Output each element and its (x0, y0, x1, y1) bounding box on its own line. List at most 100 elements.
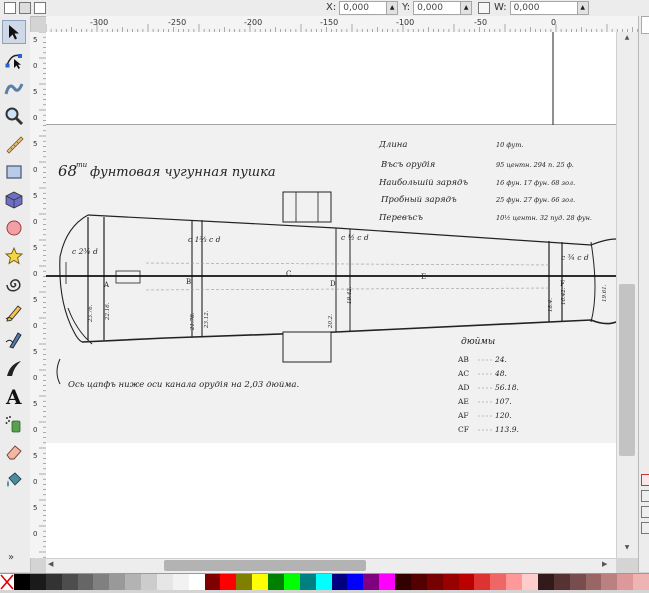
scroll-up-arrow-icon[interactable]: ▲ (624, 34, 630, 41)
color-swatch[interactable] (553, 574, 570, 590)
star-tool[interactable] (2, 244, 26, 268)
color-swatch[interactable] (315, 574, 332, 590)
color-swatch[interactable] (188, 574, 205, 590)
color-swatch[interactable] (93, 574, 110, 590)
eraser-tool-icon (6, 445, 22, 460)
w-spin-button[interactable]: ▲ (577, 0, 589, 15)
snap-guide-icon[interactable] (641, 522, 649, 534)
vertical-scrollbar[interactable]: ▲ ▼ (616, 32, 639, 558)
horizontal-scrollbar[interactable]: ◀ ▶ (46, 558, 616, 573)
spray-tool[interactable] (2, 412, 26, 436)
color-swatch[interactable] (617, 574, 634, 590)
color-swatch[interactable] (569, 574, 586, 590)
color-swatch[interactable] (29, 574, 46, 590)
paint-bucket-tool-icon (7, 472, 22, 487)
ruler-label: 5 (33, 244, 37, 252)
lock-icon[interactable] (478, 1, 490, 14)
select-all-layers-icon[interactable] (19, 1, 31, 14)
color-swatch[interactable] (220, 574, 237, 590)
w-label: W: (494, 2, 507, 13)
no-paint-swatch[interactable] (0, 574, 14, 590)
ruler-label: 0 (33, 374, 37, 382)
color-swatch[interactable] (410, 574, 427, 590)
node-tool[interactable] (2, 48, 26, 72)
spec-label: Длина (378, 140, 407, 150)
scroll-down-arrow-icon[interactable]: ▼ (624, 544, 630, 551)
tweak-tool[interactable] (2, 76, 26, 100)
y-label: Y: (402, 2, 411, 13)
color-swatch[interactable] (426, 574, 443, 590)
color-swatch[interactable] (601, 574, 618, 590)
color-swatch[interactable] (585, 574, 602, 590)
snap-button-icon[interactable] (641, 474, 649, 486)
deselect-icon[interactable] (34, 1, 46, 14)
snap-bbox-icon[interactable] (641, 506, 649, 518)
color-swatch[interactable] (172, 574, 189, 590)
color-swatch[interactable] (156, 574, 173, 590)
zoom-tool[interactable] (2, 104, 26, 128)
color-swatch[interactable] (331, 574, 348, 590)
color-swatch[interactable] (77, 574, 94, 590)
horizontal-scroll-thumb[interactable] (164, 560, 366, 571)
color-swatch[interactable] (268, 574, 284, 590)
color-swatch[interactable] (379, 574, 395, 590)
color-swatch[interactable] (252, 574, 268, 590)
calligraphy-tool[interactable] (2, 356, 26, 380)
color-swatch[interactable] (506, 574, 522, 590)
scroll-left-arrow-icon[interactable]: ◀ (48, 560, 54, 568)
rectangle-tool[interactable] (2, 160, 26, 184)
y-spin-button[interactable]: ▲ (461, 0, 473, 15)
x-input[interactable]: 0,000 (339, 0, 388, 15)
color-swatch[interactable] (633, 574, 649, 590)
color-swatch[interactable] (236, 574, 253, 590)
color-swatch[interactable] (458, 574, 475, 590)
color-swatch[interactable] (363, 574, 380, 590)
y-coordinate-control: Y: 0,000 ▲ (402, 0, 473, 15)
color-swatch[interactable] (474, 574, 491, 590)
scroll-right-arrow-icon[interactable]: ▶ (602, 560, 608, 568)
color-swatch[interactable] (442, 574, 459, 590)
scanned-drawing-image[interactable] (46, 125, 616, 443)
color-swatch[interactable] (204, 574, 221, 590)
point-label: C (286, 270, 291, 278)
selector-tool[interactable] (2, 20, 26, 44)
toolbox-more-button[interactable]: » (8, 552, 15, 563)
paint-bucket-tool[interactable] (2, 468, 26, 492)
color-swatch[interactable] (109, 574, 126, 590)
x-spin-button[interactable]: ▲ (387, 0, 399, 15)
measure-tool[interactable] (2, 132, 26, 156)
color-swatch[interactable] (537, 574, 554, 590)
color-swatch[interactable] (490, 574, 507, 590)
eraser-tool[interactable] (2, 440, 26, 464)
ellipse-tool[interactable] (2, 216, 26, 240)
color-swatch[interactable] (347, 574, 364, 590)
color-swatch[interactable] (45, 574, 62, 590)
snap-nodes-icon[interactable] (641, 490, 649, 502)
text-tool[interactable]: A (2, 384, 26, 408)
color-swatch[interactable] (61, 574, 78, 590)
panel-button-icon[interactable] (641, 16, 649, 34)
color-swatch[interactable] (14, 574, 30, 590)
color-swatch[interactable] (395, 574, 411, 590)
select-all-icon[interactable] (4, 1, 16, 14)
color-swatch[interactable] (125, 574, 141, 590)
ruler-label: 0 (33, 426, 37, 434)
color-swatch[interactable] (299, 574, 316, 590)
color-swatch[interactable] (141, 574, 157, 590)
vertical-scroll-thumb[interactable] (619, 284, 635, 456)
dim-value: 56.18. (495, 383, 519, 392)
ruler-label: 0 (33, 166, 37, 174)
spiral-tool[interactable] (2, 272, 26, 296)
color-swatch[interactable] (522, 574, 538, 590)
pencil-tool[interactable] (2, 300, 26, 324)
3d-box-tool[interactable] (2, 188, 26, 212)
y-input[interactable]: 0,000 (413, 0, 462, 15)
ruler-label: 5 (33, 88, 37, 96)
color-swatch[interactable] (283, 574, 300, 590)
pen-tool[interactable] (2, 328, 26, 352)
w-input[interactable]: 0,000 (509, 0, 578, 15)
dim-label: AE (457, 397, 469, 406)
